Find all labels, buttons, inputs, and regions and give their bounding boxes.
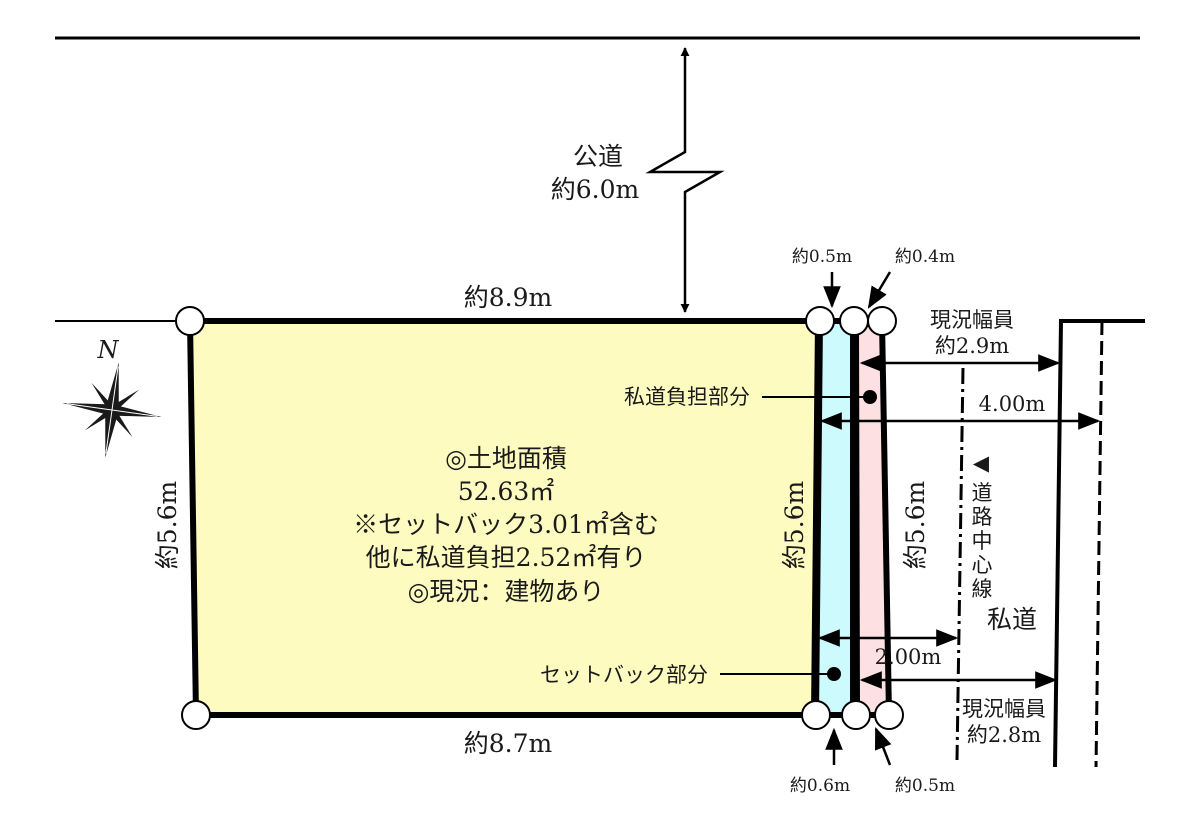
private-road-planned-edge [1094,320,1104,768]
lot-info-line: 他に私道負担2.52㎡有り [366,543,647,572]
corner-marker [839,306,869,336]
corner-marker [801,700,831,730]
lot-top-edge-length: 約8.9m [464,283,553,312]
corner-marker [175,306,205,336]
top-burden-pointer [867,271,892,309]
public-road-name: 公道 [573,142,623,171]
private-burden-label: 私道負担部分 [624,385,750,409]
setback-label: セットバック部分 [540,663,708,687]
top-burden-width: 約0.4m [895,247,955,267]
corner-marker [841,700,871,730]
lot-right-edge-length: 約5.6m [780,480,809,569]
bottom-burden-width: 約0.5m [895,776,955,796]
centerline-label: 道路中心線 [972,481,993,601]
lot-info-line: ※セットバック3.01㎡含む [353,510,659,539]
strip-outer-edge-length: 約5.6m [901,480,930,569]
lot-info-line: 52.63㎡ [458,477,555,506]
half-width-value: 2.00m [875,645,942,669]
compass-north-label: N [97,336,120,364]
public-road-width: 約6.0m [551,175,640,204]
current-width-bottom-value: 約2.8m [967,723,1041,747]
lot-bottom-edge-length: 約8.7m [464,729,553,758]
public-road-dimension-line [645,47,725,313]
current-width-top-title: 現況幅員 [930,308,1014,332]
corner-marker [805,306,835,336]
top-setback-width: 約0.5m [792,247,852,267]
corner-marker [867,306,897,336]
setback-leader-dot [827,667,841,681]
bottom-burden-pointer [874,726,892,766]
compass-rose-icon [62,362,162,458]
corner-marker [874,700,904,730]
lot-left-edge-length: 約5.6m [153,480,182,569]
road-centerline [955,367,965,761]
private-road-name: 私道 [987,605,1037,634]
private-road-far-edge [1053,319,1145,768]
burden-leader-dot [863,390,877,404]
centerline-marker-icon: ◀ [973,451,990,475]
corner-marker [181,700,211,730]
lot-info-line: ◎現況：建物あり [408,577,605,606]
setback-strip [812,318,856,718]
current-width-top-value: 約2.9m [935,334,1009,358]
lot-info-line: ◎土地面積 [445,444,567,473]
required-width-value: 4.00m [979,392,1046,416]
bottom-setback-width: 約0.6m [790,776,850,796]
current-width-bottom-title: 現況幅員 [962,697,1046,721]
